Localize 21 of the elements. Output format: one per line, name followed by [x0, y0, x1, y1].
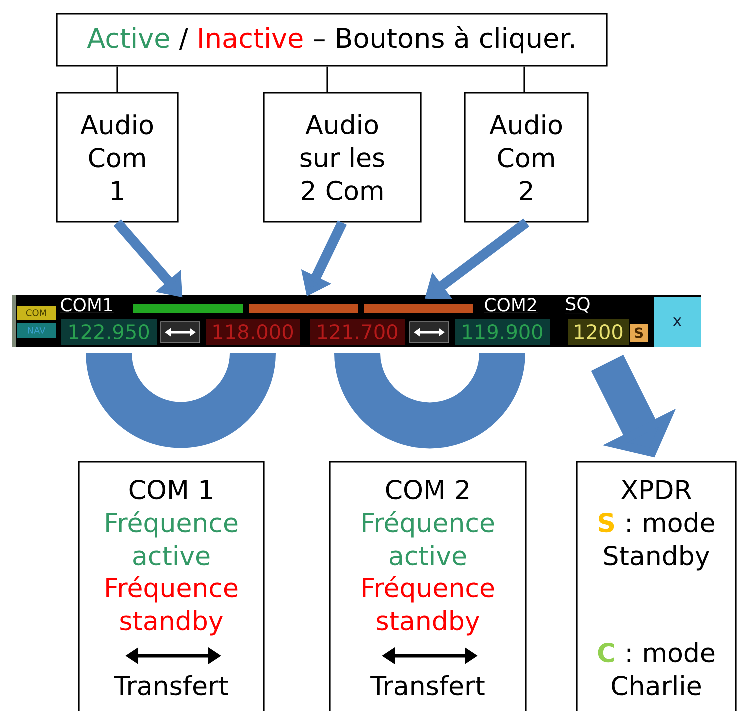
mode-indicator: S — [630, 324, 648, 342]
mode-button: COM — [17, 306, 56, 320]
label-box: Audio Com 1 — [56, 92, 179, 223]
label-box: Audio sur les 2 Com — [263, 92, 422, 223]
connector-line — [524, 66, 526, 92]
arc-band — [86, 352, 276, 448]
frequency-display: 122.950 — [61, 319, 157, 345]
frequency-display: 121.700 — [310, 319, 405, 345]
info-box: COM 1 Fréquence active Fréquence standby Transfert — [78, 461, 265, 711]
caption-box: Active / Inactive – Boutons à cliquer. — [56, 13, 608, 67]
connector-line — [116, 66, 118, 92]
frequency-display: 118.000 — [206, 319, 300, 345]
code-display: 1200 — [568, 319, 629, 345]
mode-button: NAV — [17, 323, 56, 338]
connector-line — [326, 66, 328, 92]
close-button: x — [654, 297, 701, 347]
frequency-display: 119.900 — [455, 319, 550, 345]
info-box: COM 2 Fréquence active Fréquence standby Transfert — [329, 461, 527, 711]
label-box: Audio Com 2 — [464, 92, 589, 223]
info-box: XPDR S : mode Standby C : mode Charlie — [576, 461, 737, 711]
arc-band — [334, 352, 526, 449]
